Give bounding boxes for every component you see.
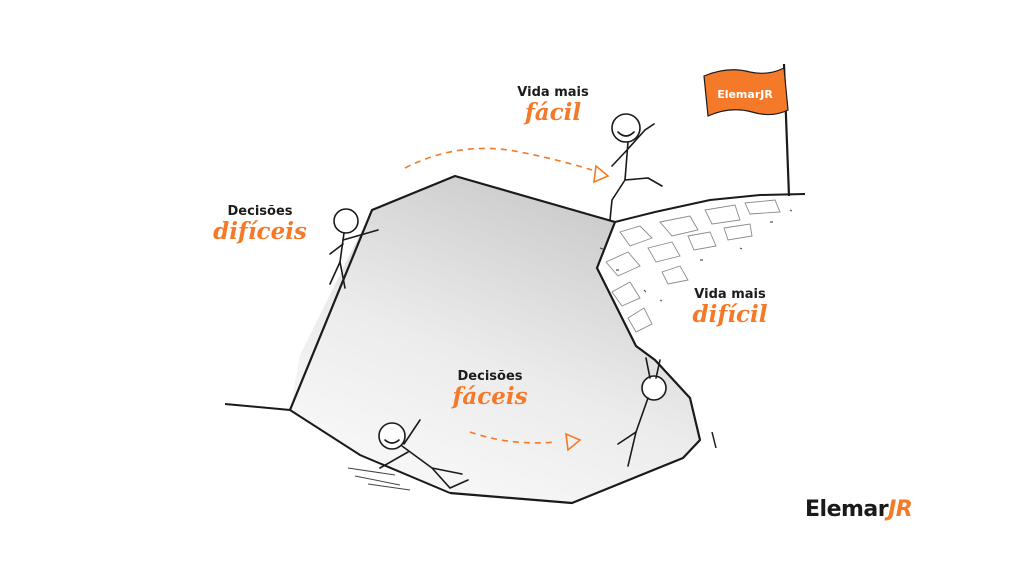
- label-decisoes-faceis-line1: Decisões: [457, 369, 523, 384]
- label-vida-dificil: Vida mais difícil: [680, 288, 780, 326]
- label-vida-dificil-line2: difícil: [692, 301, 768, 328]
- flag-text: ElemarJR: [717, 88, 773, 101]
- brand-logo-part1: Elemar: [805, 497, 889, 522]
- ground-line: [224, 403, 451, 494]
- rock: [224, 174, 717, 505]
- arrow-top-curve: [404, 147, 593, 171]
- figure-right-hanging: [617, 357, 667, 467]
- arrow-bottom: [469, 431, 582, 452]
- brand-logo-part2: JR: [888, 497, 913, 522]
- label-decisoes-dificeis-line2: difíceis: [213, 218, 307, 245]
- figure-top-happy: [609, 113, 663, 221]
- arrow-top-head: [593, 164, 610, 184]
- hill-top-line: [614, 193, 806, 223]
- figure-bottom-sliding: [378, 419, 469, 489]
- label-decisoes-faceis-line2: fáceis: [452, 383, 528, 410]
- label-vida-facil-line2: fácil: [524, 99, 582, 126]
- rock-edge-mark: [711, 431, 717, 449]
- arrow-bottom-head: [565, 432, 582, 452]
- hill-dots: [599, 209, 793, 302]
- arrow-top: [404, 147, 610, 184]
- label-decisoes-faceis: Decisões fáceis: [440, 370, 540, 408]
- label-decisoes-dificeis-line1: Decisões: [227, 204, 293, 219]
- label-vida-facil: Vida mais fácil: [503, 86, 603, 124]
- arrow-bottom-curve: [469, 431, 557, 444]
- ground-sketch: [347, 467, 411, 491]
- label-vida-dificil-line1: Vida mais: [694, 287, 766, 302]
- figure-left-climbing: [329, 208, 379, 289]
- label-decisoes-dificeis: Decisões difíceis: [210, 205, 310, 243]
- brand-logo: ElemarJR: [805, 497, 913, 522]
- label-vida-facil-line1: Vida mais: [517, 85, 589, 100]
- right-hill: [599, 193, 806, 333]
- rock-fill: [290, 176, 700, 503]
- flag-cloth: [703, 67, 789, 117]
- rock-outline: [288, 174, 702, 505]
- hill-texture: [605, 199, 781, 333]
- flag: ElemarJR: [703, 63, 791, 197]
